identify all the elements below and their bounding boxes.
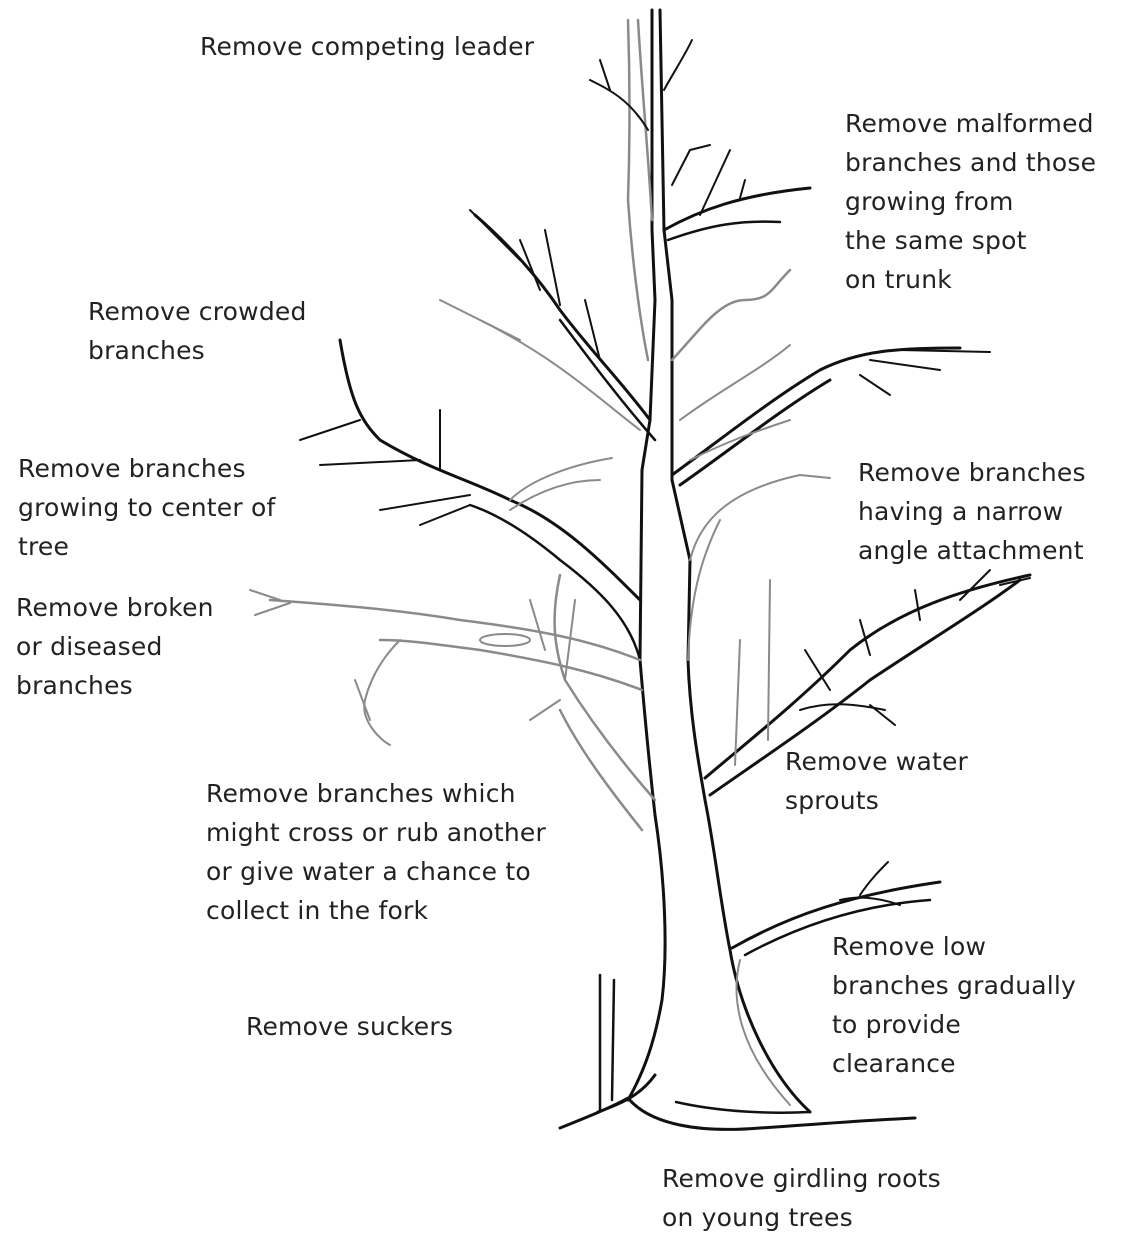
label-competing-leader: Remove competing leader (200, 27, 534, 66)
label-crossing-branches: Remove branches which might cross or rub… (206, 774, 546, 930)
label-girdling-roots: Remove girdling roots on young trees (662, 1159, 941, 1237)
label-low-branches: Remove low branches gradually to provide… (832, 927, 1076, 1083)
label-water-sprouts: Remove water sprouts (785, 742, 968, 820)
label-narrow-angle: Remove branches having a narrow angle at… (858, 453, 1086, 570)
crossing-branch (530, 575, 655, 830)
label-malformed-branches: Remove malformed branches and those grow… (845, 104, 1096, 299)
label-center-branches: Remove branches growing to center of tre… (18, 449, 275, 566)
label-suckers: Remove suckers (246, 1007, 453, 1046)
center-branch (300, 340, 640, 660)
label-crowded-branches: Remove crowded branches (88, 292, 307, 370)
malformed-branches (664, 145, 810, 460)
broken-branch (250, 590, 642, 745)
sucker (600, 975, 614, 1110)
label-broken-branches: Remove broken or diseased branches (16, 588, 214, 705)
crowded-branches (440, 40, 692, 440)
